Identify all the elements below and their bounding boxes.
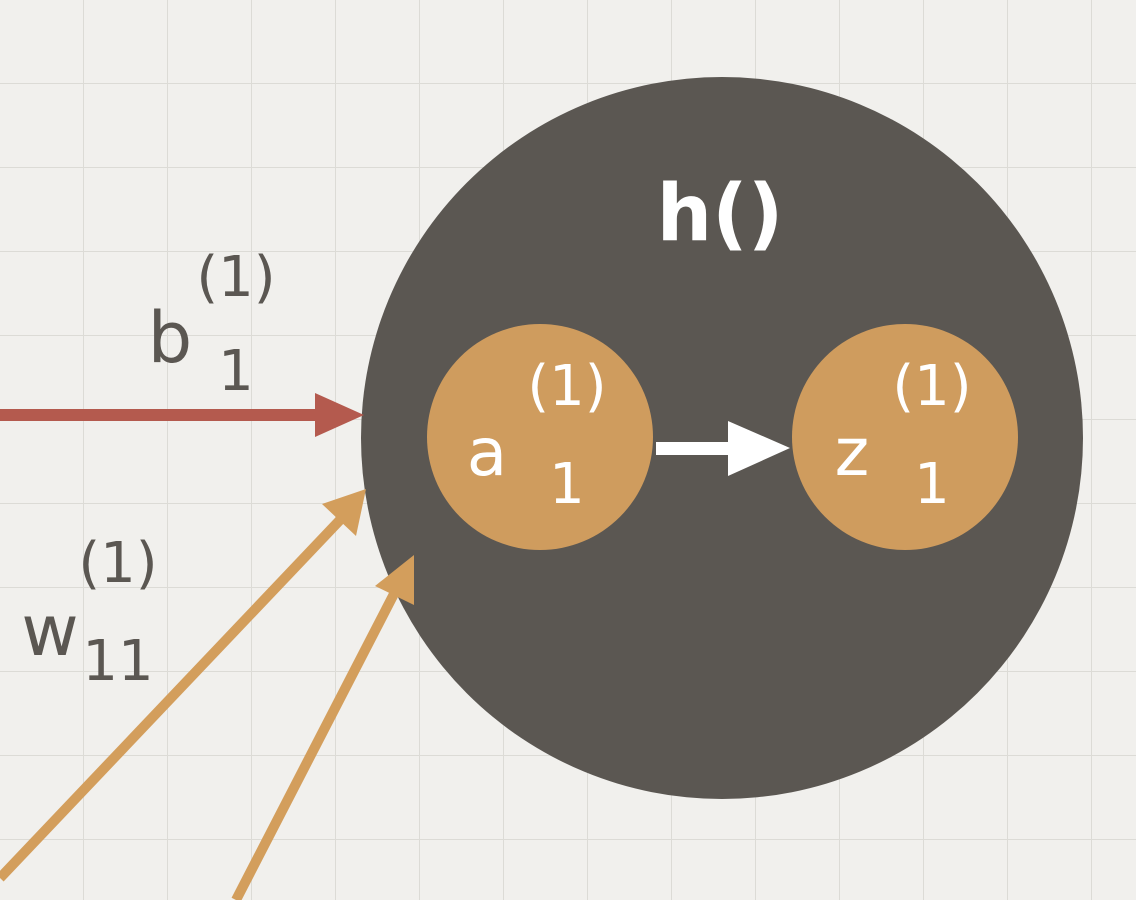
input-letter: a xyxy=(467,414,507,491)
output-superscript: (1) xyxy=(892,354,971,419)
bias-subscript: 1 xyxy=(218,339,254,404)
input-subscript: 1 xyxy=(549,452,585,517)
activation-input-circle xyxy=(427,324,653,550)
weight-arrow-2 xyxy=(231,555,414,900)
function-label: h() xyxy=(657,169,784,259)
weight-superscript: (1) xyxy=(78,531,157,596)
output-letter: z xyxy=(835,414,870,491)
weight-arrow-1 xyxy=(0,489,366,882)
bias-arrow xyxy=(0,393,364,437)
input-superscript: (1) xyxy=(527,354,606,419)
bias-superscript: (1) xyxy=(196,245,275,310)
weight-subscript: 11 xyxy=(82,629,153,694)
weight-letter: w xyxy=(21,590,78,672)
activation-output-circle xyxy=(792,324,1018,550)
output-subscript: 1 xyxy=(914,452,950,517)
activation-arrow xyxy=(656,421,790,476)
hidden-node-circle xyxy=(361,77,1083,799)
bias-letter: b xyxy=(148,297,192,379)
